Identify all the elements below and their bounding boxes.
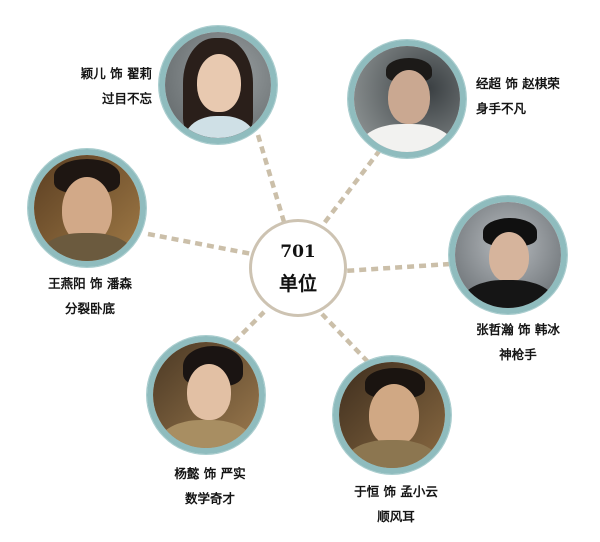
connector-4 xyxy=(343,261,451,274)
caption-yuheng: 于恒 饰 孟小云 顺风耳 xyxy=(336,484,456,525)
portrait-zhangzhehan xyxy=(449,196,567,314)
center-label: 单位 xyxy=(278,273,317,295)
connector-3 xyxy=(147,231,253,257)
caption-yinger: 颖儿 饰 翟莉 过目不忘 xyxy=(62,66,152,107)
connector-6 xyxy=(320,312,370,364)
connector-1 xyxy=(255,134,287,223)
actor-role: 王燕阳 饰 潘森 xyxy=(48,276,132,291)
actor-role: 张哲瀚 饰 韩冰 xyxy=(476,322,560,337)
portrait-yangyi xyxy=(147,336,265,454)
trait: 顺风耳 xyxy=(377,509,415,524)
connector-2 xyxy=(320,148,382,228)
center-node-701-unit: 701 单位 xyxy=(249,219,347,317)
portrait-jingchao xyxy=(348,40,466,158)
trait: 神枪手 xyxy=(499,347,537,362)
actor-role: 颖儿 饰 翟莉 xyxy=(80,66,152,81)
caption-yangyi: 杨懿 饰 严实 数学奇才 xyxy=(150,466,270,507)
trait: 分裂卧底 xyxy=(64,301,115,316)
actor-role: 杨懿 饰 严实 xyxy=(174,466,246,481)
actor-role: 于恒 饰 孟小云 xyxy=(354,484,438,499)
caption-wangyanyang: 王燕阳 饰 潘森 分裂卧底 xyxy=(30,276,150,317)
caption-jingchao: 经超 饰 赵棋荣 身手不凡 xyxy=(476,76,560,117)
trait: 过目不忘 xyxy=(101,91,152,106)
connector-5 xyxy=(232,310,266,344)
trait: 身手不凡 xyxy=(476,101,527,116)
actor-role: 经超 饰 赵棋荣 xyxy=(476,76,560,91)
portrait-wangyanyang xyxy=(28,149,146,267)
caption-zhangzhehan: 张哲瀚 饰 韩冰 神枪手 xyxy=(458,322,578,363)
center-number: 701 xyxy=(280,242,316,262)
portrait-yinger xyxy=(159,26,277,144)
trait: 数学奇才 xyxy=(184,491,235,506)
portrait-yuheng xyxy=(333,356,451,474)
